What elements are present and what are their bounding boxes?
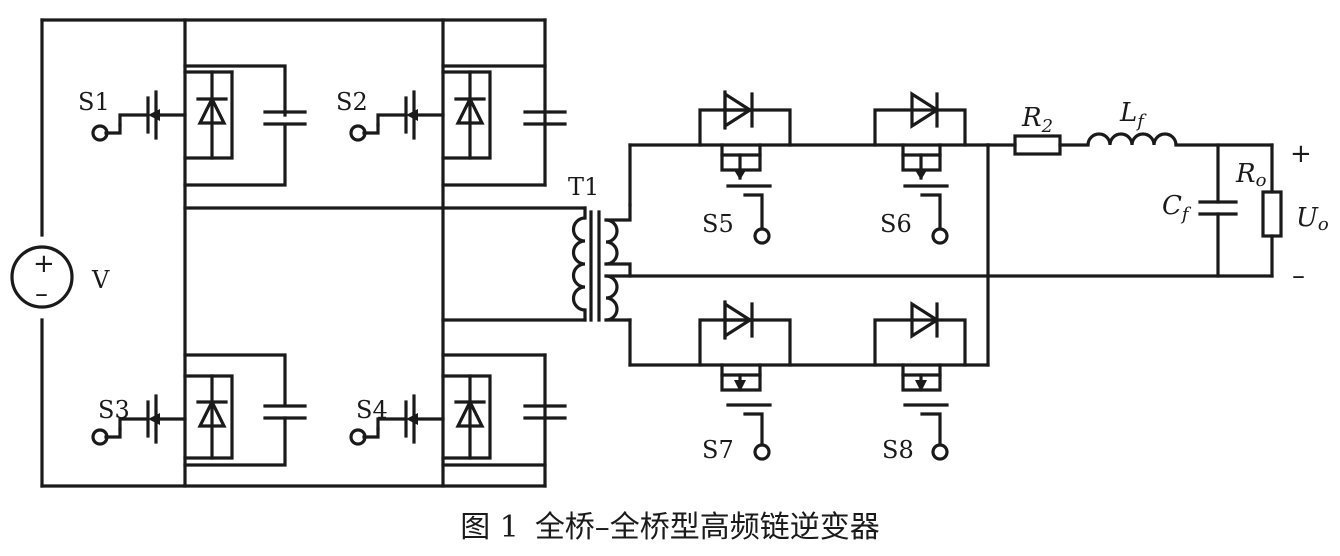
output-plus-sign: + xyxy=(1290,139,1312,169)
figure-number: 图 1 xyxy=(460,510,519,545)
load-resistor-ro xyxy=(1261,143,1283,278)
switch-s6 xyxy=(873,91,967,245)
inductor-label: Lf xyxy=(1119,98,1147,132)
resistor-r2 xyxy=(1013,134,1062,156)
source-plus-sign: + xyxy=(33,249,55,279)
switch-s2 xyxy=(349,64,567,187)
switch-s8-label: S8 xyxy=(882,436,914,464)
voltage-source xyxy=(10,245,74,309)
output-minus-sign: – xyxy=(1292,261,1305,291)
inductor-lf xyxy=(1086,132,1178,146)
switch-s8 xyxy=(873,301,967,461)
switch-s1-label: S1 xyxy=(78,88,110,116)
switch-s3-label: S3 xyxy=(98,396,130,424)
transformer-label: T1 xyxy=(568,173,599,201)
switch-s6-label: S6 xyxy=(880,210,912,238)
output-voltage-label: Uo xyxy=(1296,203,1329,235)
figure-title: 全桥–全桥型高频链逆变器 xyxy=(534,510,880,545)
switch-s5 xyxy=(698,90,792,245)
capacitor-cf xyxy=(1198,143,1238,278)
transformer-t1 xyxy=(571,143,632,367)
figure-caption: 图 1 全桥–全桥型高频链逆变器 xyxy=(0,502,1340,546)
switch-s1 xyxy=(91,64,307,187)
source-label: V xyxy=(91,266,110,294)
load-label: Ro xyxy=(1235,159,1267,191)
switch-s4-label: S4 xyxy=(356,396,388,424)
switch-s5-label: S5 xyxy=(702,210,734,238)
switch-s3 xyxy=(91,353,307,467)
resistor-label: R2 xyxy=(1021,103,1053,137)
switch-s7-label: S7 xyxy=(702,436,734,464)
capacitor-label: Cf xyxy=(1162,191,1192,225)
switch-s4 xyxy=(349,353,567,467)
switch-s2-label: S2 xyxy=(336,88,368,116)
switch-s7 xyxy=(698,300,792,461)
source-minus-sign: – xyxy=(35,279,48,309)
